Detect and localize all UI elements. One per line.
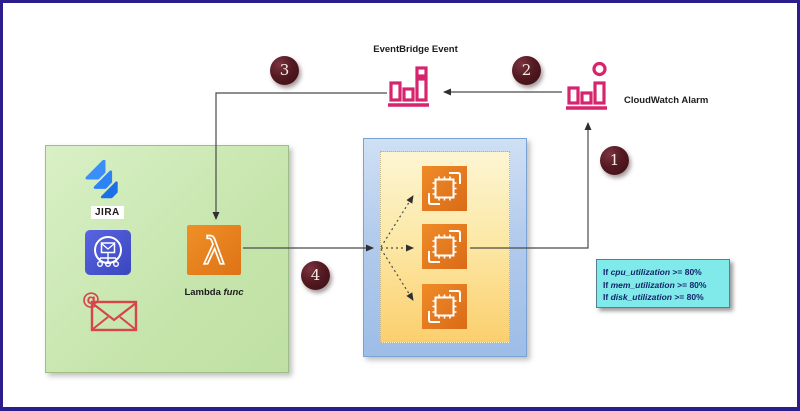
alarm-rule-mem: If mem_utilization >= 80% [603, 279, 729, 292]
rule-condition: >= 80% [670, 267, 702, 277]
rule-prefix: If [603, 279, 611, 290]
lambda-icon: λ [187, 225, 241, 275]
svg-text:λ: λ [203, 230, 225, 273]
step-badge-3: 3 [270, 56, 299, 85]
alarm-rule-disk: If disk_utilization >= 80% [603, 291, 729, 304]
lambda-label-suffix: func [223, 287, 244, 298]
rule-condition: >= 80% [674, 279, 707, 290]
alarm-conditions-note: If cpu_utilization >= 80% If mem_utiliza… [596, 259, 730, 308]
ec2-instance-icon [422, 166, 467, 211]
step-badge-2: 2 [512, 56, 541, 85]
rule-prefix: If [603, 267, 611, 277]
rule-prefix: If [603, 292, 611, 302]
alarm-rule-cpu: If cpu_utilization >= 80% [603, 266, 729, 279]
step-badge-1: 1 [600, 146, 629, 175]
sources-panel [45, 145, 289, 373]
rule-metric: disk_utilization [610, 292, 672, 302]
rule-metric: cpu_utilization [610, 267, 671, 277]
step-number: 3 [279, 61, 290, 79]
at-envelope-icon: @ [82, 289, 138, 332]
eventbridge-icon [388, 66, 429, 107]
cloudwatch-alarm-icon [566, 61, 607, 110]
lambda-label-prefix: Lambda [184, 287, 224, 298]
svg-text:@: @ [82, 289, 100, 310]
ec2-instance-icon [422, 224, 467, 269]
eventbridge-label: EventBridge Event [373, 44, 458, 55]
jira-label: JIRA [91, 206, 124, 219]
step-badge-4: 4 [301, 261, 330, 290]
lambda-label: Lambda func [159, 287, 269, 298]
jira-icon [85, 160, 118, 199]
rule-metric: mem_utilization [610, 279, 675, 290]
ec2-instance-icon [422, 284, 467, 329]
step-number: 2 [521, 61, 532, 79]
step-number: 1 [609, 151, 620, 169]
envelope-network-icon [85, 230, 131, 275]
step-number: 4 [310, 266, 321, 284]
rule-condition: >= 80% [671, 292, 704, 302]
cloudwatch-label: CloudWatch Alarm [624, 95, 709, 106]
